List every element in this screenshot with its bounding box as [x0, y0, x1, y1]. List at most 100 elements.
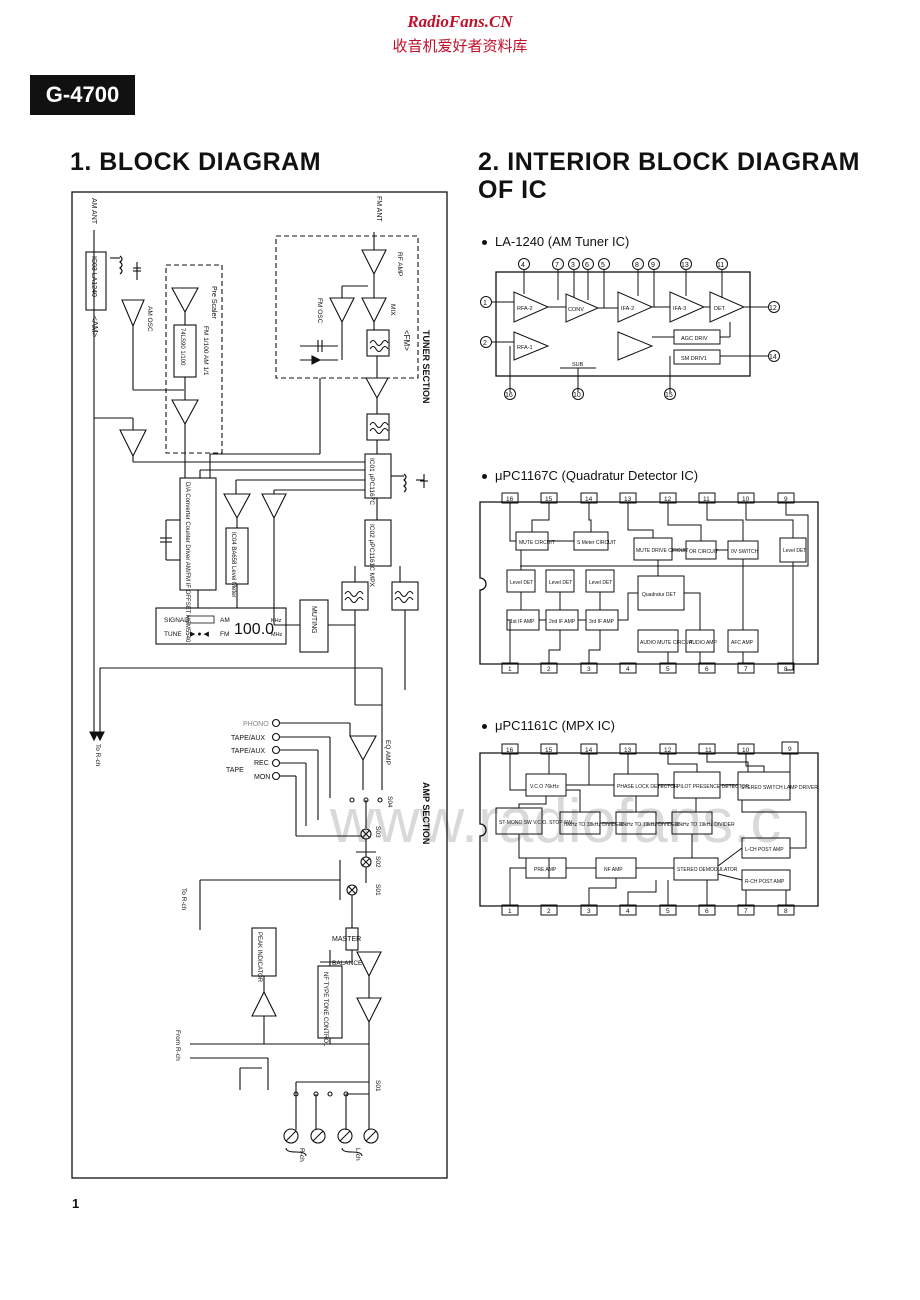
fm-frontend-box	[275, 235, 419, 379]
label-ic02: IC02 μPC1161C MPX	[368, 524, 375, 588]
la1240-title: LA-1240 (AM Tuner IC)	[482, 234, 629, 249]
label-fm-ant: FM ANT	[375, 196, 382, 222]
speaker-terminal-l2	[363, 1128, 379, 1144]
la1240-pin: 9	[651, 262, 655, 269]
la1240-frame	[495, 271, 751, 377]
la1240-sub: SUB	[572, 362, 584, 368]
la1240-block-2: CONV	[568, 307, 584, 313]
upc1167-block: AUDIO MUTE CIRCUIT	[640, 640, 693, 646]
upc1167-block: MUTE DRIVE CIRCUIT	[636, 548, 689, 554]
upc1161-labels: 16 15 14 13 12 11 10 9 1 2 3 4 5 6 7 8 V…	[499, 746, 818, 915]
upc1161-pin: 3	[587, 908, 591, 915]
upc1167-block: 2nd IF AMP	[549, 619, 576, 625]
upc1167-pin: 12	[664, 496, 672, 503]
la1240-block-3: IFA-2	[621, 306, 634, 312]
label-pre-scaler: Pre Scaler	[210, 286, 217, 319]
muting-box	[299, 599, 329, 653]
upc1167-block: 1st IF AMP	[510, 619, 535, 625]
upc1161-block: PRE AMP	[534, 867, 557, 873]
upc1161-pin: 4	[626, 908, 630, 915]
la1240-pin: 10	[573, 392, 581, 399]
upc1161-title-text: μPC1161C (MPX IC)	[495, 718, 615, 733]
la1240-pin: 15	[665, 392, 673, 399]
la1240-pin: 6	[585, 262, 589, 269]
block-diagram-labels: AM ANT FM ANT IC03 LA1240 <AM> AM OSC RF…	[90, 196, 431, 1162]
eq-amp	[349, 735, 377, 762]
upc1167-pin: 2	[547, 666, 551, 673]
label-fm-osc: FM OSC	[316, 298, 323, 324]
label-phono: PHONO	[243, 721, 269, 728]
upc1161-pin: 10	[742, 747, 750, 754]
upc1161-block: L-CH POST AMP	[745, 847, 784, 853]
upc1167-block: AUDIO AMP	[689, 640, 717, 646]
upc1167-block: AFC AMP	[731, 640, 754, 646]
label-mon: MON	[254, 774, 270, 781]
la1240-pin: 5	[601, 262, 605, 269]
label-am-osc: AM OSC	[146, 306, 153, 332]
upc1161-block: 38kHz TO 19kHz DIVIDER	[619, 822, 679, 828]
la1240-block-8: SM DRIV1	[681, 356, 707, 362]
power-amp-1	[356, 951, 382, 978]
upc1167-pin: 15	[545, 496, 553, 503]
section1-title: 1. BLOCK DIAGRAM	[70, 148, 322, 176]
la1240-block-5: DET	[714, 306, 726, 312]
display-signal: SIGNAL	[164, 617, 188, 624]
ifa2-amp	[617, 291, 654, 323]
la1240-pin: 4	[521, 262, 525, 269]
label-amp-section: AMP SECTION	[421, 782, 431, 844]
label-s03: S03	[374, 826, 381, 838]
conv-block	[565, 293, 600, 323]
am-amp	[119, 429, 147, 458]
la1240-pin: 1	[483, 300, 487, 307]
upc1167-pin: 8	[784, 666, 788, 673]
label-ic04: IC04 BA658 Level Meter	[230, 532, 236, 597]
upc1167-block: Level DET	[589, 580, 612, 586]
la1240-pin: 11	[717, 262, 724, 269]
rf-amp	[361, 249, 387, 276]
if-filter-1	[366, 329, 390, 357]
la1240-block-6: RFA-1	[517, 345, 533, 351]
upc1167-block: Level DET	[549, 580, 572, 586]
label-peak: PEAK INDICATOR	[256, 932, 262, 983]
peak-amp	[251, 990, 277, 1017]
label-to-rch-mid: To R-ch	[180, 888, 187, 911]
upc1167-block: 0V SWITCH	[731, 549, 759, 555]
la1240-pin: 13	[681, 262, 689, 269]
upc1167-block: 3rd IF AMP	[589, 619, 615, 625]
label-master: MASTER	[332, 936, 361, 943]
bullet-icon	[482, 474, 487, 480]
la1240-pin: 14	[769, 354, 777, 361]
upc1167-pin: 7	[744, 666, 748, 673]
signal-meter-icon	[187, 615, 215, 624]
power-amp-2	[356, 997, 382, 1024]
upc1167-pin: 6	[705, 666, 709, 673]
label-fm-tag: <FM>	[402, 330, 411, 351]
upc1161-block: ST-MONO SW V.C.O. STOP SW	[499, 820, 572, 826]
section2-title: 2. INTERIOR BLOCK DIAGRAM OF IC	[478, 148, 860, 204]
label-am-ant: AM ANT	[90, 198, 97, 225]
la1240-diagram	[480, 258, 780, 400]
label-rch: R-ch	[298, 1148, 305, 1162]
upc1161-block: PHASE LOCK DETECTOR	[617, 784, 678, 790]
upc1161-block: V.C.O 76kHz	[530, 784, 559, 790]
upc1167-pin: 16	[506, 496, 514, 503]
mix-amp	[361, 297, 387, 324]
label-ic03: IC03 LA1240	[90, 256, 97, 297]
la1240-block-7: AGC DRIV	[681, 336, 708, 342]
label-da: D/A Converter Counter Driver AM/FM IF OF…	[184, 482, 190, 643]
upc1161-pin: 7	[744, 908, 748, 915]
block-diagram	[71, 191, 448, 1179]
upc1167-pin: 9	[784, 496, 788, 503]
display-fm: FM	[220, 631, 229, 638]
ic04-box	[225, 527, 249, 585]
upc1167-block: Level DET	[783, 548, 806, 554]
upc1161-pin: 12	[664, 747, 672, 754]
label-s01-b: S01	[374, 1080, 381, 1092]
label-rec: REC	[254, 760, 269, 767]
upc1161-block: NF AMP	[604, 867, 623, 873]
label-from-rch: From R-ch	[174, 1030, 181, 1061]
speaker-terminal-r1	[283, 1128, 299, 1144]
if-filter-2	[366, 413, 390, 441]
level-amp	[223, 493, 251, 520]
